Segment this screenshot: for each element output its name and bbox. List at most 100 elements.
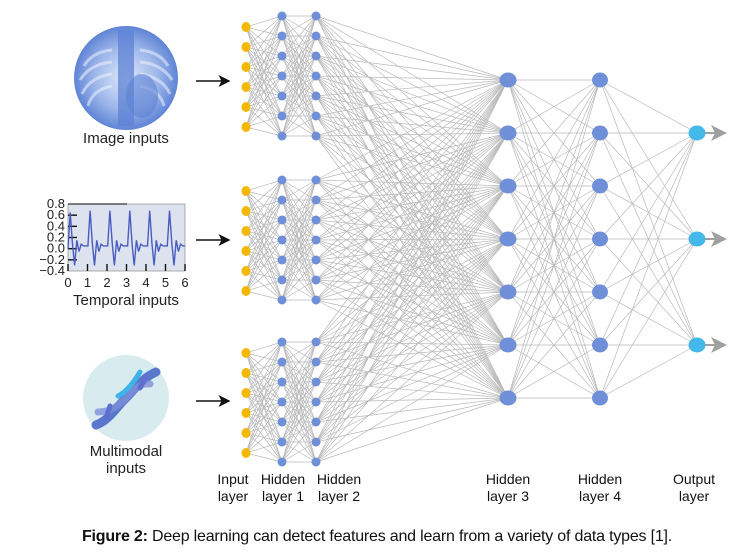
network-edge	[281, 15, 317, 57]
network-nodes	[241, 11, 706, 467]
network-edge	[599, 132, 698, 346]
network-edge	[315, 79, 509, 137]
hidden-layer-2-node	[311, 195, 321, 205]
network-edge	[315, 344, 509, 383]
x-tick-label: 2	[103, 275, 110, 290]
hidden-layer-2-node	[311, 295, 321, 305]
network-edge	[281, 15, 317, 37]
network-edge	[315, 238, 509, 383]
network-edge	[315, 185, 509, 261]
network-edge	[315, 185, 509, 221]
network-edge	[315, 79, 509, 403]
network-edge	[315, 259, 509, 399]
network-edge	[315, 238, 509, 301]
hidden-layer-3-label-line1: Hidden	[485, 471, 531, 487]
network-edge	[315, 199, 509, 399]
hidden-layer-3-node	[499, 231, 517, 247]
network-edge	[315, 135, 509, 187]
network-edge	[315, 132, 509, 403]
x-tick-label: 4	[142, 275, 149, 290]
network-edge	[245, 179, 283, 212]
network-edge	[245, 179, 283, 192]
hidden-layer-2-node	[311, 255, 321, 265]
network-edge	[315, 79, 509, 423]
network-edge	[281, 239, 317, 301]
network-edge	[315, 185, 509, 241]
network-edge	[281, 179, 317, 221]
network-edge	[315, 397, 509, 463]
network-edge	[315, 344, 509, 423]
hidden-layer-2-node	[311, 377, 321, 387]
network-edge	[245, 381, 283, 454]
network-edge	[245, 290, 283, 301]
hidden-layer-1-node	[277, 275, 287, 285]
network-edge	[315, 279, 509, 293]
hidden-layer-1-label-line1: Hidden	[260, 471, 306, 487]
input-node	[241, 42, 251, 52]
x-tick-label: 3	[123, 275, 130, 290]
x-tick-label: 0	[64, 275, 71, 290]
hidden-layer-1-node	[277, 51, 287, 61]
network-edge	[281, 341, 317, 463]
hidden-layer-2-label-line1: Hidden	[316, 471, 362, 487]
input-node	[241, 266, 251, 276]
hidden-layer-2-node	[311, 31, 321, 41]
network-edge	[245, 15, 283, 48]
network-edge	[245, 341, 283, 354]
network-edge	[315, 397, 509, 443]
network-edge	[315, 199, 509, 346]
network-edge	[315, 79, 509, 221]
y-tick-label: 0.0	[47, 241, 65, 256]
network-edge	[315, 79, 509, 383]
hidden-layer-3-node	[499, 72, 517, 88]
network-edge	[245, 219, 283, 292]
network-edge	[281, 15, 317, 137]
hidden-layer-1-node	[277, 255, 287, 265]
network-edge	[245, 35, 283, 128]
network-edge	[245, 341, 283, 414]
hidden-layer-1-node	[277, 397, 287, 407]
hidden-layer-1-node	[277, 31, 287, 41]
network-edge	[315, 238, 509, 463]
input-node	[241, 286, 251, 296]
network-edges	[245, 15, 698, 463]
y-tick-label: 0.8	[47, 196, 65, 211]
network-edge	[315, 238, 509, 241]
network-edge	[315, 179, 509, 399]
network-edge	[245, 179, 283, 232]
network-edge	[315, 344, 509, 403]
network-edge	[281, 179, 317, 301]
network-edge	[245, 95, 283, 128]
network-edge	[315, 185, 509, 343]
hidden-layer-2-node	[311, 91, 321, 101]
network-edge	[315, 219, 509, 240]
network-edge	[245, 179, 283, 272]
hidden-layer-3-node	[499, 178, 517, 194]
hidden-layer-4-label-line1: Hidden	[577, 471, 623, 487]
hidden-layer-1-label-line2: layer 1	[261, 488, 305, 504]
network-edge	[315, 185, 509, 201]
network-edge	[245, 75, 283, 128]
hidden-layer-2-node	[311, 397, 321, 407]
input-node	[241, 82, 251, 92]
network-edge	[315, 185, 509, 383]
network-edge	[315, 35, 509, 81]
output-layer-label-line1: Output	[672, 471, 716, 487]
network-edge	[281, 15, 317, 97]
input-node	[241, 408, 251, 418]
network-edge	[315, 291, 509, 363]
hidden-layer-3-node	[499, 337, 517, 353]
hidden-layer-3-label: Hidden layer 3	[476, 471, 540, 505]
network-edge	[245, 15, 283, 28]
network-edge	[245, 179, 283, 292]
x-tick-label: 6	[181, 275, 188, 290]
network-edge	[281, 15, 317, 77]
network-edge	[315, 397, 509, 403]
network-edge	[281, 279, 317, 301]
input-node	[241, 388, 251, 398]
network-edge	[315, 79, 509, 261]
network-edge	[599, 132, 698, 399]
network-edge	[315, 291, 509, 383]
hidden-layer-1-node	[277, 91, 287, 101]
network-edge	[315, 259, 509, 293]
